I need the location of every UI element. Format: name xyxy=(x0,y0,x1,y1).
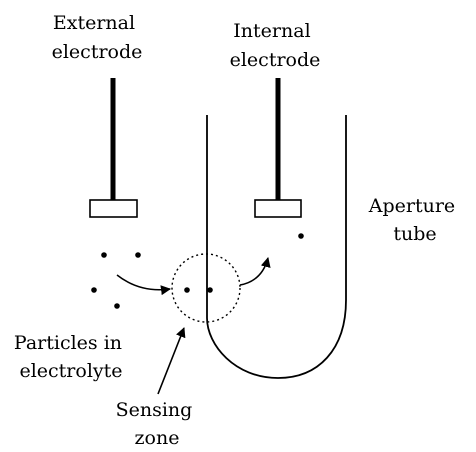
internal-electrode-plate xyxy=(254,199,302,218)
outflow-arrow xyxy=(239,257,271,286)
sensing-zone-pointer xyxy=(157,327,186,395)
particle xyxy=(91,287,97,293)
particle xyxy=(135,252,141,258)
internal-electrode-label: Internal electrode xyxy=(230,20,321,71)
particles-in-electrolyte-label: Particles in electrolyte xyxy=(14,332,128,382)
particle xyxy=(184,287,190,293)
aperture-tube xyxy=(206,115,347,379)
particle xyxy=(207,287,213,293)
particles xyxy=(91,233,304,309)
external-electrode-label: External electrode xyxy=(52,12,143,63)
external-electrode-plate xyxy=(89,199,138,218)
external-electrode xyxy=(89,78,138,218)
sensing-zone-circle xyxy=(171,253,241,323)
particle xyxy=(298,233,304,239)
particle xyxy=(114,303,120,309)
inflow-arrow xyxy=(116,274,171,296)
internal-electrode xyxy=(254,78,302,218)
aperture-tube-label: Aperture tube xyxy=(368,195,461,245)
particle xyxy=(101,252,107,258)
sensing-zone-label: Sensing zone xyxy=(116,399,199,449)
